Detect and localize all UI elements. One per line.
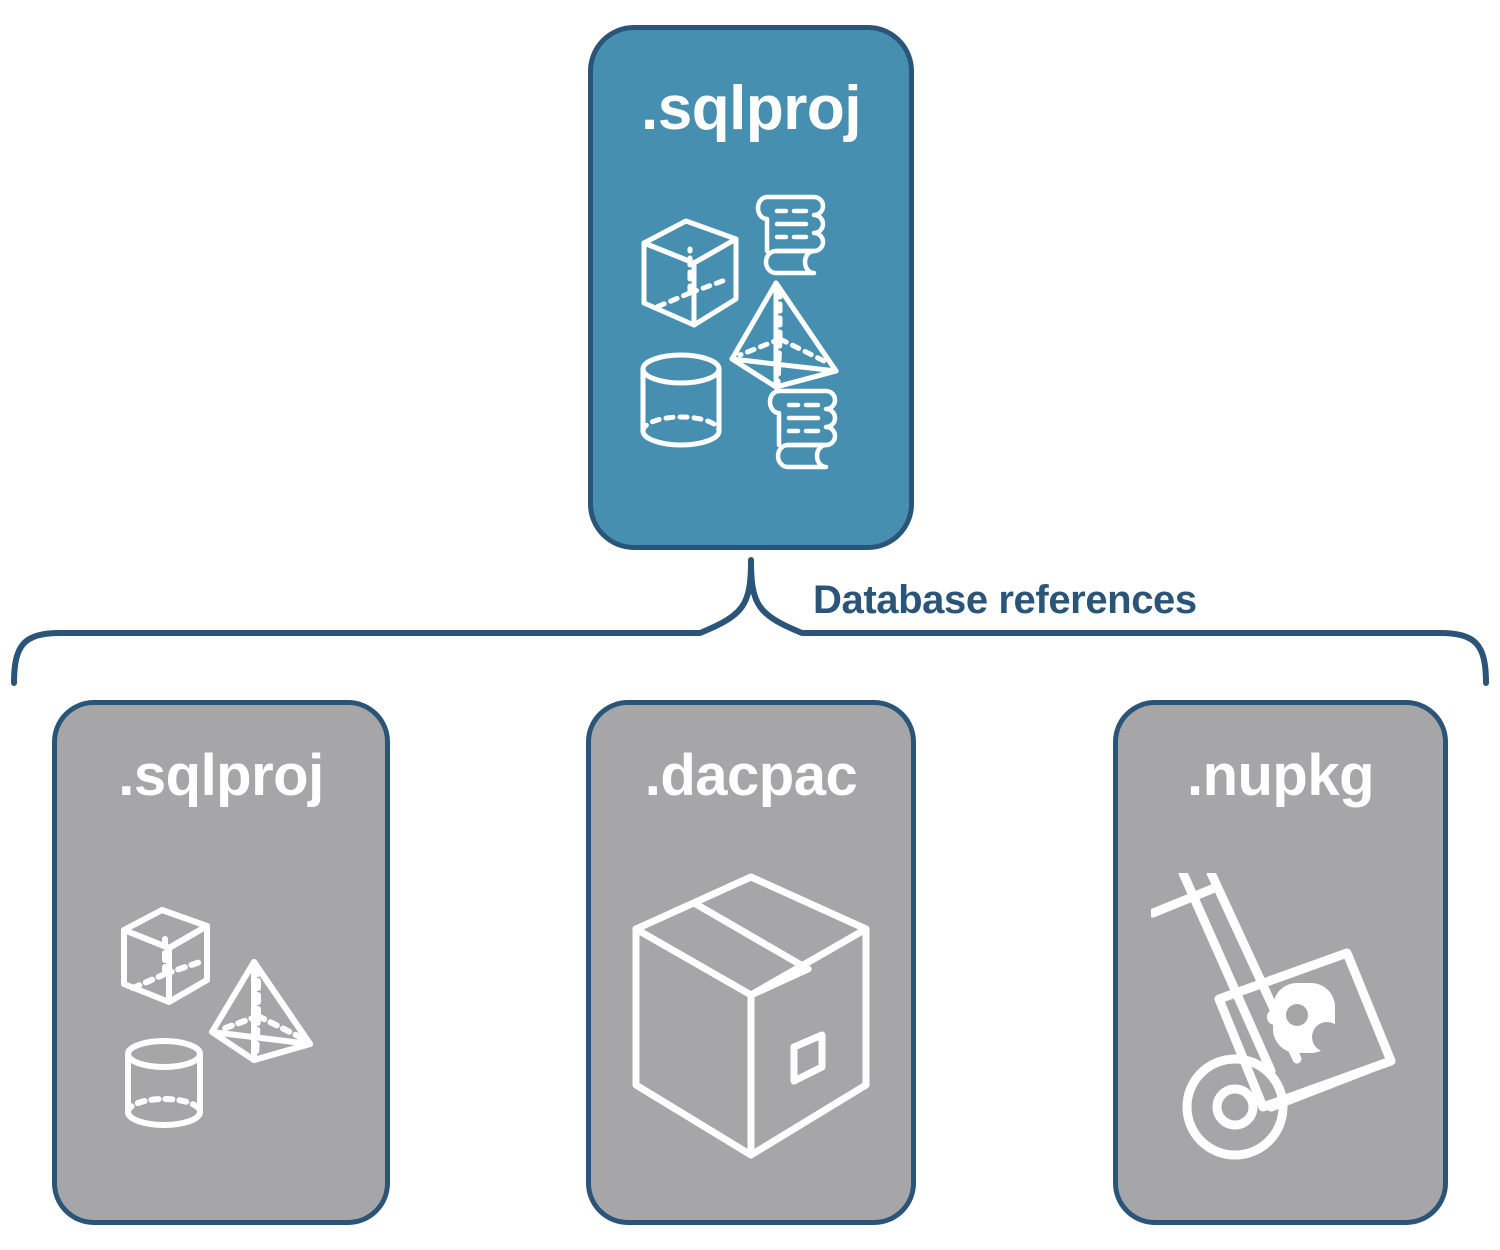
nuget-package-icon <box>1214 948 1395 1111</box>
root-card-artwork <box>593 126 909 545</box>
ref-dacpac-title: .dacpac <box>644 743 858 808</box>
ref-nupkg-card[interactable]: .nupkg <box>1113 700 1448 1225</box>
scroll-icon <box>755 194 826 275</box>
package-box-icon <box>632 873 870 1158</box>
ref-sqlproj-card[interactable]: .sqlproj <box>52 700 390 1225</box>
cylinder-icon <box>640 352 722 447</box>
cube-icon <box>641 218 739 327</box>
cylinder-icon <box>124 1037 203 1128</box>
pyramid-icon <box>729 280 839 389</box>
cube-icon <box>120 906 210 1005</box>
ref-dacpac-card[interactable]: .dacpac <box>586 700 916 1225</box>
root-shapes-group <box>640 194 839 469</box>
scroll-icon <box>767 388 838 469</box>
ref-shapes-group <box>120 906 313 1128</box>
root-sqlproj-card[interactable]: .sqlproj <box>588 25 914 550</box>
database-references-brace <box>11 557 1489 686</box>
ref-nupkg-artwork <box>1118 815 1443 1220</box>
root-card-title: .sqlproj <box>641 74 861 143</box>
pyramid-icon <box>208 958 313 1063</box>
ref-sqlproj-title: .sqlproj <box>118 743 324 808</box>
connector-label: Database references <box>813 578 1197 622</box>
ref-dacpac-artwork <box>591 811 911 1220</box>
ref-sqlproj-artwork <box>57 823 385 1220</box>
ref-nupkg-title: .nupkg <box>1186 743 1375 808</box>
hand-truck-icon <box>1150 872 1395 1159</box>
